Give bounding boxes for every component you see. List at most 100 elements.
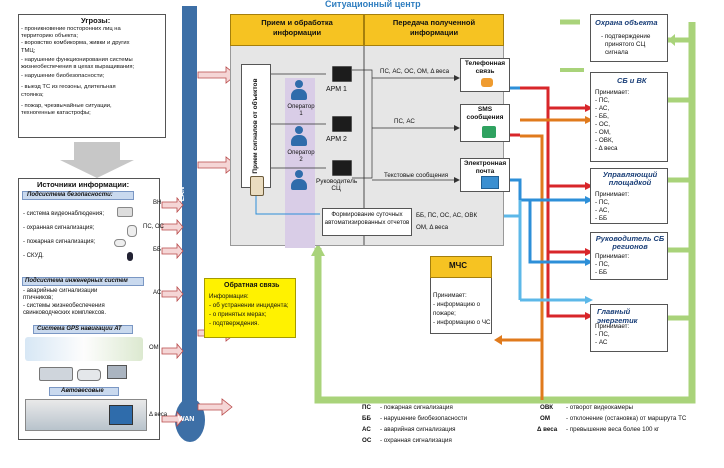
camera-icon [117,207,133,217]
operator-1-label: Оператор 1 [287,104,315,117]
tag-vn: ВН [153,200,162,206]
recipient-line: - ОВК, [595,137,614,144]
reports-text: Формирование суточных автоматизированных… [324,211,410,226]
mchs-line: - информацию о ЧС [433,319,491,326]
tag-as: АС [153,290,162,296]
mchs-title: МЧС [449,261,468,270]
transfer-line-1: ПС, АС, ОС, ОМ, Δ веса [380,68,450,75]
recipient-line: - ПС, [595,261,610,268]
arm-1-monitor-icon [332,66,352,82]
threat-line: техногенные катастрофы; [21,110,91,117]
gps-subsystem-title: Система GPS навигации АТ [37,326,122,332]
access-key-icon [127,252,133,261]
recipient-regional-sb: Руководитель СБ регионов Принимает: - ПС… [590,232,668,280]
mchs-line: пожаре; [433,310,456,317]
legend-code: Δ веса [537,426,558,433]
recipient-line: - ББ, [595,113,609,120]
legend-code: ОС [362,437,372,444]
threat-line: жизнеобеспечения в цехах выращивания; [21,64,135,71]
reception-title: Прием и обработка информации [261,18,333,37]
security-item: - пожарная сигнализация; [23,239,96,245]
recipient-line: принятого СЦ [605,41,646,48]
recipient-chief-engineer: Главный энергетик Принимает: - ПС, - АС [590,304,668,352]
operator-2-label: Оператор 2 [287,150,315,163]
threat-line: - выезд ТС из геозоны, длительная [21,84,116,91]
threat-line: - проникновение посторонних лиц на [21,26,121,32]
recipient-line: - ББ [595,269,608,276]
recipient-line: - подтверждение [601,33,651,40]
recipient-site-manager: Управляющий площадкой Принимает: - ПС, -… [590,168,668,224]
recipient-line: - АС, [595,207,610,214]
scales-title: Автовесовые [61,388,104,394]
sms-icon [482,126,496,138]
transfer-header [364,14,504,46]
legend-text: - аварийная сигнализация [380,426,456,433]
threat-line: - пожар, чрезвычайные ситуации, [21,102,112,109]
recipient-chief-engineer-title: Главный энергетик [597,307,638,325]
feedback-title: Обратная связь [224,282,280,289]
transfer-line-3: Текстовые сообщения [384,172,449,179]
signal-reception-box [241,64,271,188]
mchs-line: - информацию о [433,301,481,308]
manager-icon [290,170,308,192]
tag-om: ОМ [149,345,159,351]
recipient-line: Принимает: [595,253,630,260]
car-icon [77,369,101,381]
threat-line: - нарушение функционирования системы [21,56,133,63]
arm-2-label: АРМ 2 [326,136,347,143]
gps-map-image [25,337,143,361]
legend-code: ПС [362,404,371,411]
security-subsystem-bar [22,191,134,200]
channel-phone-label: Телефонная связь [464,60,506,75]
feedback-line: - подтверждения. [209,320,260,327]
threat-line: стоянка; [21,91,44,98]
legend-text: - нарушение биобезопасности [380,415,468,422]
feedback-line: - об устранении инцидента; [209,302,289,309]
tag-ps-os: ПС, ОС [143,224,164,230]
email-icon [481,176,499,189]
threats-list: - проникновение посторонних лиц на терри… [21,26,134,117]
recipient-sb-vk: СБ и ВК Принимает: - ПС, - АС, - ББ, - О… [590,72,668,162]
manager-label: Руководитель СЦ [316,178,358,192]
threat-line: - нарушение биобезопасности; [21,73,105,80]
legend-text: - отклонение (остановка) от маршрута ТС [566,415,687,422]
threats-box: Угрозы: - проникновение посторонних лиц … [18,14,166,138]
recipient-line: - АС, [595,105,610,112]
sources-title: Источники информации: [37,180,130,189]
manager-monitor-icon [332,160,352,176]
phone-icon [481,78,493,87]
recipient-line: - ПС, [595,331,610,338]
security-item: - охранная сигнализация; [23,225,95,231]
recipient-line: - Δ веса [595,145,618,152]
sources-box: Источники информации: Подсистема безопас… [18,178,167,440]
recipient-line: - АС [595,339,608,346]
smoke-detector-icon [114,239,126,247]
monitor-icon [107,365,127,379]
threat-line: ТМЦ; [21,47,36,54]
recipient-line: Принимает: [595,89,630,96]
recipient-line: сигнала [605,49,629,56]
tag-bb: ББ [153,247,161,253]
recipient-site-manager-title: Управляющий площадкой [602,170,658,187]
operator-1-icon [290,80,308,102]
recipient-guard-title: Охрана объекта [595,18,658,27]
recipient-line: - ПС, [595,199,610,206]
transfer-line-2: ПС, АС [394,118,415,125]
recipient-line: Принимает: [595,191,630,198]
recipient-sb-vk-title: СБ и ВК [617,76,647,85]
threat-line: - воровство комбикорма, живки и других [21,40,130,47]
reports-line-2: ОМ, Δ веса [416,224,449,231]
detector-icon [127,225,137,237]
feedback-line: - о принятых мерах; [209,311,267,318]
threat-line: территорию объекта; [21,33,78,40]
reception-header [230,14,364,46]
legend-text: - пожарная сигнализация [380,404,453,411]
legend-code: ОВК [540,404,554,411]
threats-title: Угрозы: [81,16,111,25]
recipient-guard: Охрана объекта - подтверждение принятого… [590,14,668,62]
recipient-line: Принимает: [595,323,630,330]
truck-cab-icon [109,405,133,425]
legend-text: - охранная сигнализация [380,437,452,444]
